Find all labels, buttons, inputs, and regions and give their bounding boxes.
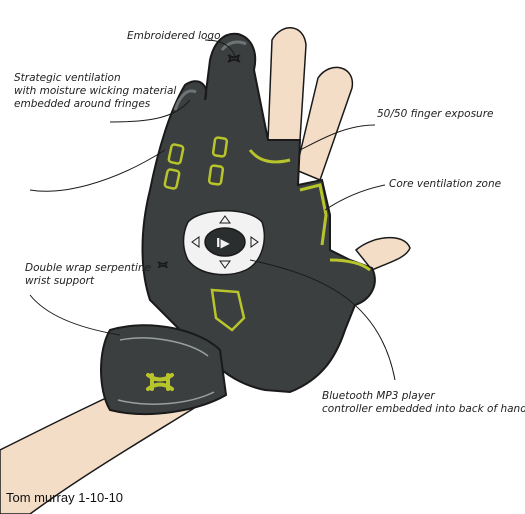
core-vent-zone [299, 183, 328, 246]
vent-slot [163, 168, 181, 190]
annotation-finger-exposure: 50/50 finger exposure [377, 108, 494, 120]
leader-ventilation [29, 149, 166, 192]
under-armour-logo [146, 373, 174, 391]
arrow-right-icon [250, 236, 259, 248]
leader-ventilation-2 [109, 99, 191, 123]
vent-slot [207, 164, 225, 186]
finger-trim [248, 149, 291, 164]
author-credit: Tom murray 1-10-10 [6, 490, 124, 505]
leader-logo [204, 39, 237, 59]
ring-finger-tip [295, 66, 354, 181]
annotation-core-vent: Core ventilation zone [389, 178, 502, 190]
annotation-logo: Embroidered logo [127, 30, 221, 42]
leader-wrist [29, 294, 121, 336]
arrow-left-icon [191, 236, 200, 248]
leader-core [324, 184, 386, 211]
under-armour-logo [157, 261, 169, 269]
vent-slot [211, 136, 229, 158]
palm-vent [210, 288, 246, 332]
annotation-mp3: Bluetooth MP3 player controller embedded… [322, 390, 525, 415]
annotation-wrist: Double wrap serpentine wrist support [25, 262, 152, 287]
thumb-tip [354, 236, 411, 271]
thumb-trim [329, 258, 371, 272]
play-pause-button [204, 227, 246, 257]
middle-finger-tip [267, 27, 307, 141]
leader-finger [299, 124, 376, 151]
arrow-up-icon [219, 215, 231, 224]
leader-mp3 [249, 259, 396, 381]
annotation-ventilation: Strategic ventilation with moisture wick… [14, 72, 177, 110]
play-pause-icon: I▶ [216, 236, 230, 250]
under-armour-logo [227, 54, 241, 63]
vent-slot [167, 143, 185, 165]
arrow-down-icon [219, 260, 231, 269]
